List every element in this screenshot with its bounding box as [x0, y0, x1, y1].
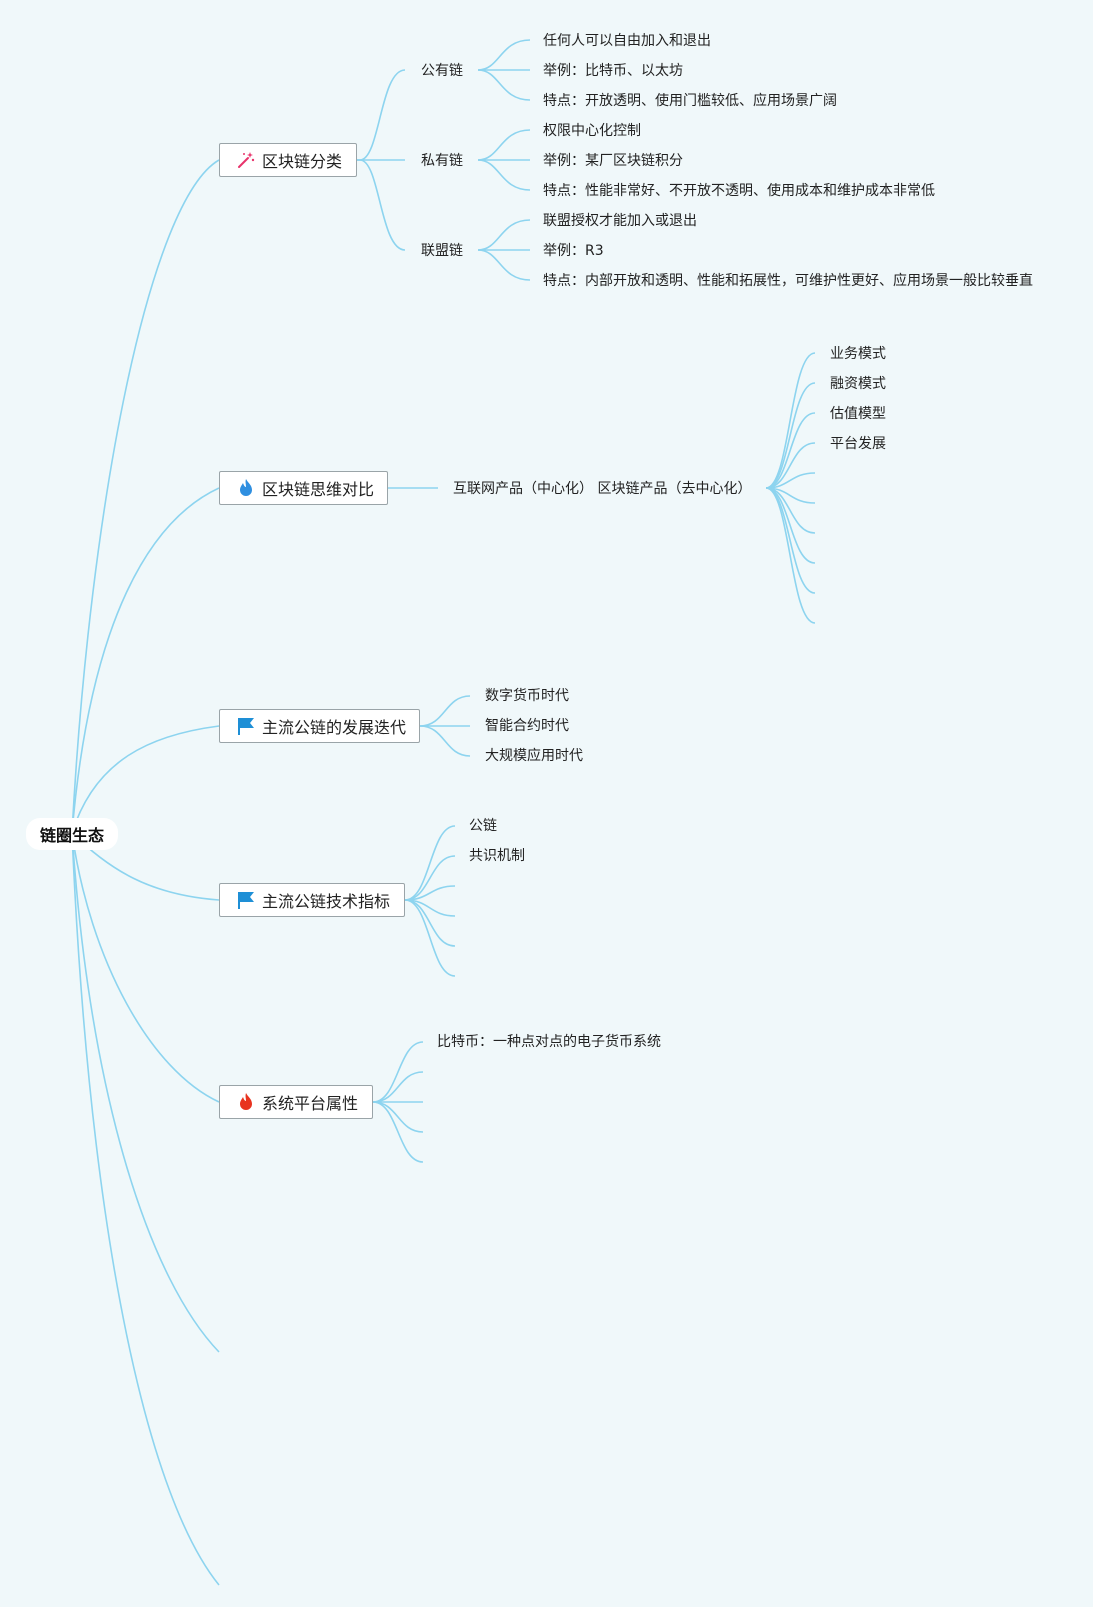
leaf-consortium-2[interactable]: 举例：R3	[543, 243, 604, 259]
sub-consortium-chain[interactable]: 联盟链	[421, 243, 463, 259]
root-node[interactable]: 链圈生态	[26, 818, 118, 850]
branch-iteration-label: 主流公链的发展迭代	[262, 718, 407, 737]
root-link-platform	[71, 832, 220, 1103]
branch-classify-label: 区块链分类	[262, 152, 343, 171]
thinking-item-4[interactable]: 平台发展	[830, 436, 886, 452]
leaf-private-1[interactable]: 权限中心化控制	[543, 123, 641, 139]
branch-classify[interactable]: 区块链分类	[219, 143, 357, 177]
iteration-item-1[interactable]: 数字货币时代	[485, 688, 569, 704]
branch-thinking[interactable]: 区块链思维对比	[219, 471, 388, 505]
leaf-consortium-3[interactable]: 特点：内部开放和透明、性能和拓展性，可维护性更好、应用场景一般比较垂直	[543, 273, 1033, 289]
thinking-item-1[interactable]: 业务模式	[830, 346, 886, 362]
metrics-item-1[interactable]: 公链	[469, 818, 497, 834]
root-link-thinking	[71, 487, 220, 834]
platform-item-1[interactable]: 比特币：一种点对点的电子货币系统	[437, 1034, 661, 1050]
leaf-public-1[interactable]: 任何人可以自由加入和退出	[543, 33, 711, 49]
root-link-empty-2	[71, 832, 220, 1586]
metrics-item-2[interactable]: 共识机制	[469, 848, 525, 864]
leaf-public-2[interactable]: 举例：比特币、以太坊	[543, 63, 683, 79]
branch-thinking-label: 区块链思维对比	[262, 480, 375, 499]
flag-icon	[236, 716, 256, 736]
flag-icon	[236, 890, 256, 910]
branch-platform-label: 系统平台属性	[262, 1094, 359, 1113]
magic-wand-icon	[236, 150, 256, 170]
iteration-item-3[interactable]: 大规模应用时代	[485, 748, 583, 764]
root-link-classify	[71, 159, 220, 834]
iteration-item-2[interactable]: 智能合约时代	[485, 718, 569, 734]
branch-metrics[interactable]: 主流公链技术指标	[219, 883, 405, 917]
thinking-item-2[interactable]: 融资模式	[830, 376, 886, 392]
thinking-compare[interactable]: 互联网产品（中心化） 区块链产品（去中心化）	[453, 481, 752, 497]
flame-blue-icon	[236, 478, 256, 498]
branch-platform[interactable]: 系统平台属性	[219, 1085, 373, 1119]
root-link-iteration	[71, 725, 220, 834]
thinking-item-3[interactable]: 估值模型	[830, 406, 886, 422]
leaf-private-2[interactable]: 举例：某厂区块链积分	[543, 153, 683, 169]
branch-metrics-label: 主流公链技术指标	[262, 892, 391, 911]
sub-private-chain[interactable]: 私有链	[421, 153, 463, 169]
leaf-public-3[interactable]: 特点：开放透明、使用门槛较低、应用场景广阔	[543, 93, 837, 109]
leaf-consortium-1[interactable]: 联盟授权才能加入或退出	[543, 213, 697, 229]
root-link-empty-1	[71, 832, 220, 1353]
sub-public-chain[interactable]: 公有链	[421, 63, 463, 79]
branch-iteration[interactable]: 主流公链的发展迭代	[219, 709, 420, 743]
leaf-private-3[interactable]: 特点：性能非常好、不开放不透明、使用成本和维护成本非常低	[543, 183, 935, 199]
flame-red-icon	[236, 1092, 256, 1112]
